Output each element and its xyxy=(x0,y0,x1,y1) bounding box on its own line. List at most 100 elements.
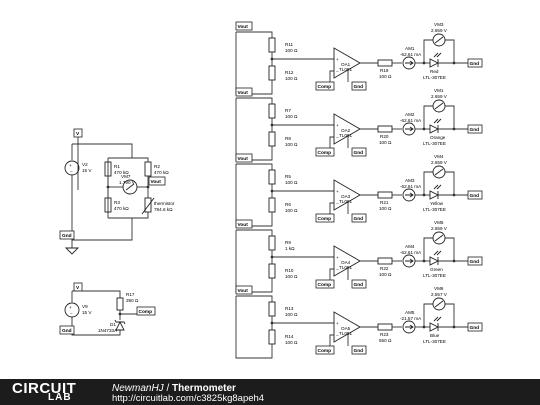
node-label-comp: Comp xyxy=(315,213,335,223)
svg-text:−: − xyxy=(336,135,339,140)
svg-text:D1: D1 xyxy=(110,322,116,327)
circuitlab-logo: CIRCUIT LAB xyxy=(12,381,96,403)
ammeter-name: AM2 xyxy=(405,112,415,117)
author-link[interactable]: NewmanHJ xyxy=(112,383,164,394)
resistor-value: 100 Ω xyxy=(285,114,298,119)
node-label-gnd: Gnd xyxy=(351,345,367,355)
bridge-circuit: V + − V2 15 V Gnd R1 470 kΩ xyxy=(59,128,175,255)
svg-text:15 V: 15 V xyxy=(82,310,92,315)
led-color: Red xyxy=(430,69,439,74)
resistor-name: R6 xyxy=(285,202,291,207)
circuit-url[interactable]: http://circuitlab.com/c3825kg8apeh4 xyxy=(112,393,265,404)
ground-symbol xyxy=(64,247,80,255)
resistor-name: R8 xyxy=(285,136,291,141)
resistor-value: 100 Ω xyxy=(285,180,298,185)
ammeter: AM4-62.61 mA xyxy=(400,244,422,268)
resistor-name: R23 xyxy=(380,332,389,337)
node-label-gnd-text: Gnd xyxy=(354,150,364,156)
svg-text:15 V: 15 V xyxy=(82,168,92,173)
thermistor: thermistor 784.6 kΩ xyxy=(141,197,175,215)
circuit-schematic: V + − V2 15 V Gnd R1 470 kΩ xyxy=(59,21,483,359)
svg-text:R1: R1 xyxy=(114,164,120,169)
resistor-value: 100 Ω xyxy=(285,142,298,147)
node-label-comp-ref: Comp xyxy=(136,306,156,316)
logo-text-top: CIRCUIT xyxy=(12,380,77,397)
led-model: LTL-307EE xyxy=(423,207,446,212)
node-label-gnd-text: Gnd xyxy=(470,127,480,133)
reference-circuit: V + − V9 15 V R17 390 Ω D1 1N4733A Comp xyxy=(59,282,156,336)
node-label-gnd: Gnd xyxy=(351,81,367,91)
resistor-r2: R2 470 kΩ xyxy=(144,161,169,177)
svg-text:V2: V2 xyxy=(82,162,88,167)
voltage-source-v2: + − V2 15 V xyxy=(64,160,92,176)
voltmeter-name: VM1 xyxy=(434,88,444,93)
svg-text:R2: R2 xyxy=(154,164,160,169)
opamp-model: TL081 xyxy=(339,199,352,204)
svg-text:R3: R3 xyxy=(114,200,120,205)
svg-text:−: − xyxy=(336,201,339,206)
svg-text:470 kΩ: 470 kΩ xyxy=(114,170,129,175)
resistor-value: 100 Ω xyxy=(285,312,298,317)
svg-text:−: − xyxy=(336,267,339,272)
ammeter-value: -21.57 mA xyxy=(400,316,422,321)
node-label-gnd: Gnd xyxy=(467,58,483,68)
voltmeter-value: 2.659 V xyxy=(431,160,448,165)
svg-text:+: + xyxy=(69,163,72,168)
resistor-name: R7 xyxy=(285,108,291,113)
svg-text:V: V xyxy=(76,285,80,291)
resistor-value: 100 Ω xyxy=(379,272,392,277)
node-label-gnd: Gnd xyxy=(351,147,367,157)
node-label-vout: Vout xyxy=(235,153,253,163)
resistor-value: 100 Ω xyxy=(285,208,298,213)
voltmeter-vm7: VM7 1.790 V xyxy=(119,174,138,195)
opamp-model: TL081 xyxy=(339,133,352,138)
svg-text:Comp: Comp xyxy=(139,309,153,315)
svg-text:Gnd: Gnd xyxy=(62,328,72,334)
ammeter-value: -62.61 mA xyxy=(400,250,422,255)
node-label-comp-text: Comp xyxy=(318,150,332,156)
svg-text:390 Ω: 390 Ω xyxy=(126,298,139,303)
voltmeter-value: 2.659 V xyxy=(431,94,448,99)
resistor-value: 100 Ω xyxy=(285,340,298,345)
node-label-comp-text: Comp xyxy=(318,216,332,222)
led-color: Blue xyxy=(430,333,440,338)
resistor-r3: R3 470 kΩ xyxy=(104,197,129,213)
ammeter-name: AM3 xyxy=(405,178,415,183)
svg-text:470 kΩ: 470 kΩ xyxy=(154,170,169,175)
node-label-gnd-text: Gnd xyxy=(354,84,364,90)
node-label-vout-text: Vout xyxy=(238,90,249,96)
voltmeter-value: 2.659 V xyxy=(431,28,448,33)
ammeter: AM2-62.61 mA xyxy=(400,112,422,136)
svg-text:−: − xyxy=(70,169,73,174)
svg-text:V: V xyxy=(76,131,80,137)
node-label-gnd-text: Gnd xyxy=(470,61,480,67)
node-label-gnd: Gnd xyxy=(467,124,483,134)
circuit-title: Thermometer xyxy=(172,383,236,394)
led-model: LTL-307EE xyxy=(423,339,446,344)
svg-text:R17: R17 xyxy=(126,292,135,297)
node-label-gnd-text: Gnd xyxy=(354,348,364,354)
svg-text:−: − xyxy=(336,69,339,74)
